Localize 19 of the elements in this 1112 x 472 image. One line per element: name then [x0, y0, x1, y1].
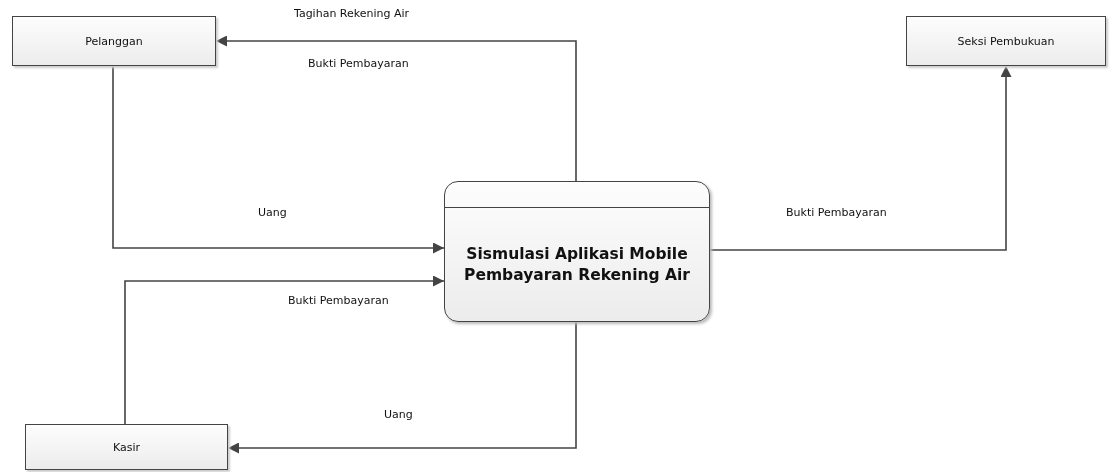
arrow [709, 65, 1012, 251]
entity-box [906, 16, 1106, 66]
process-box [444, 181, 710, 322]
edge-label: Bukti Pembayaran [288, 294, 389, 307]
arrow [124, 275, 445, 425]
entity-box [12, 16, 216, 66]
edge-label: Tagihan Rekening Air [294, 7, 410, 20]
edge-label: Uang [258, 206, 287, 219]
process-title: Sismulasi Aplikasi Mobile Pembayaran Rekening Air [463, 244, 691, 285]
entity-name: Kasir [112, 440, 141, 454]
edge-label: Uang [384, 408, 413, 421]
flow-label: Bukti Pembayaran [308, 57, 409, 70]
arrow [215, 35, 577, 182]
arrow [112, 65, 445, 254]
edge-label: Bukti Pembayaran [786, 206, 887, 219]
entity-box [25, 424, 228, 470]
arrow [227, 321, 577, 454]
entity-name: Seksi Pembukuan [957, 34, 1055, 48]
entity-name: Pelanggan [85, 34, 143, 48]
